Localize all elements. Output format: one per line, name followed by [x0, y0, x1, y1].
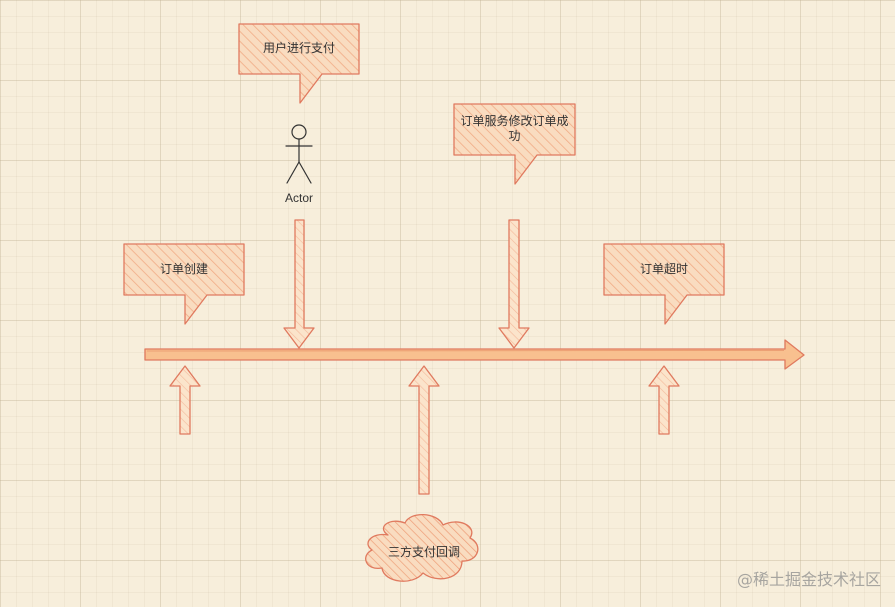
callout-text-order-service: 订单服务修改订单成功	[460, 114, 569, 143]
down-arrow-user-pay	[283, 219, 315, 349]
up-arrow-order-create	[169, 365, 201, 435]
actor-label: Actor	[285, 191, 314, 205]
up-arrow-third-party	[408, 365, 440, 495]
cloud-label: 三方支付回调	[387, 545, 460, 559]
callout-order-timeout	[603, 243, 725, 325]
callout-order-service	[453, 103, 576, 185]
up-arrow-order-timeout	[648, 365, 680, 435]
actor-head	[291, 124, 307, 140]
cloud-third-party	[365, 513, 479, 582]
callout-user-pay	[238, 23, 360, 104]
watermark-text: @稀土掘金技术社区	[736, 570, 881, 589]
actor-figure	[285, 124, 313, 184]
callout-text-order-create: 订单创建	[159, 262, 208, 276]
callout-text-user-pay: 用户进行支付	[262, 41, 335, 55]
down-arrow-order-service	[498, 219, 530, 349]
callout-order-create	[123, 243, 245, 325]
timeline-arrow	[144, 339, 805, 370]
callout-text-order-timeout: 订单超时	[639, 262, 688, 276]
